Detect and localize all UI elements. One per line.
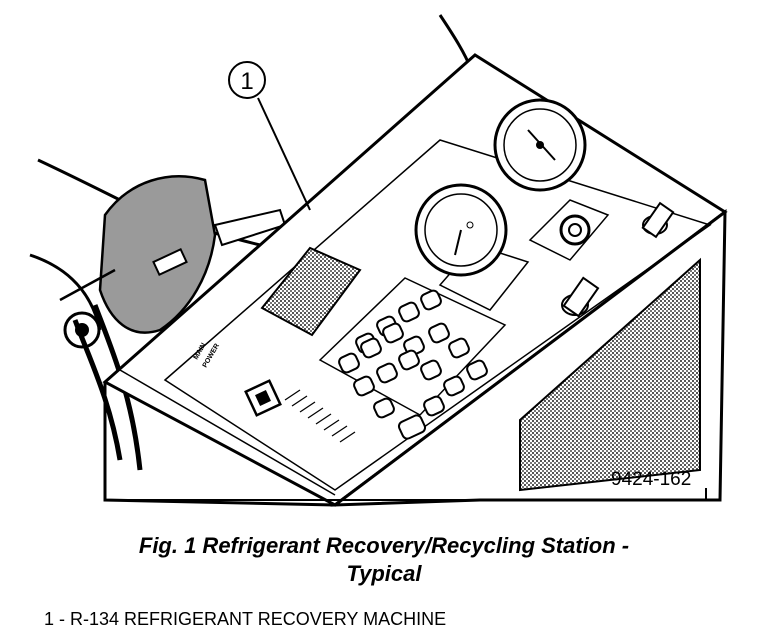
legend-item-1: 1 - R-134 REFRIGERANT RECOVERY MACHINE bbox=[44, 609, 447, 629]
selector-knob-lower bbox=[561, 276, 600, 318]
callout-leader bbox=[257, 97, 311, 211]
caption-line-2: Typical bbox=[346, 561, 422, 586]
figure-caption: Fig. 1 Refrigerant Recovery/Recycling St… bbox=[0, 532, 768, 588]
figure-id: 9424-162 bbox=[611, 469, 692, 490]
vehicle-lower-outline bbox=[29, 253, 102, 331]
control-panel-border bbox=[163, 139, 712, 491]
caption-line-1: Fig. 1 Refrigerant Recovery/Recycling St… bbox=[138, 533, 630, 558]
display-window bbox=[260, 246, 362, 337]
callout-number: 1 bbox=[240, 68, 253, 95]
recovery-station-illustration: MAIN POWER 1 bbox=[29, 14, 728, 507]
engine-component bbox=[98, 175, 217, 334]
gear-component bbox=[63, 311, 101, 349]
keypad-keys bbox=[338, 289, 488, 440]
selector-knob-upper bbox=[641, 201, 675, 239]
side-grille bbox=[519, 257, 701, 492]
callout-circle bbox=[228, 61, 266, 99]
